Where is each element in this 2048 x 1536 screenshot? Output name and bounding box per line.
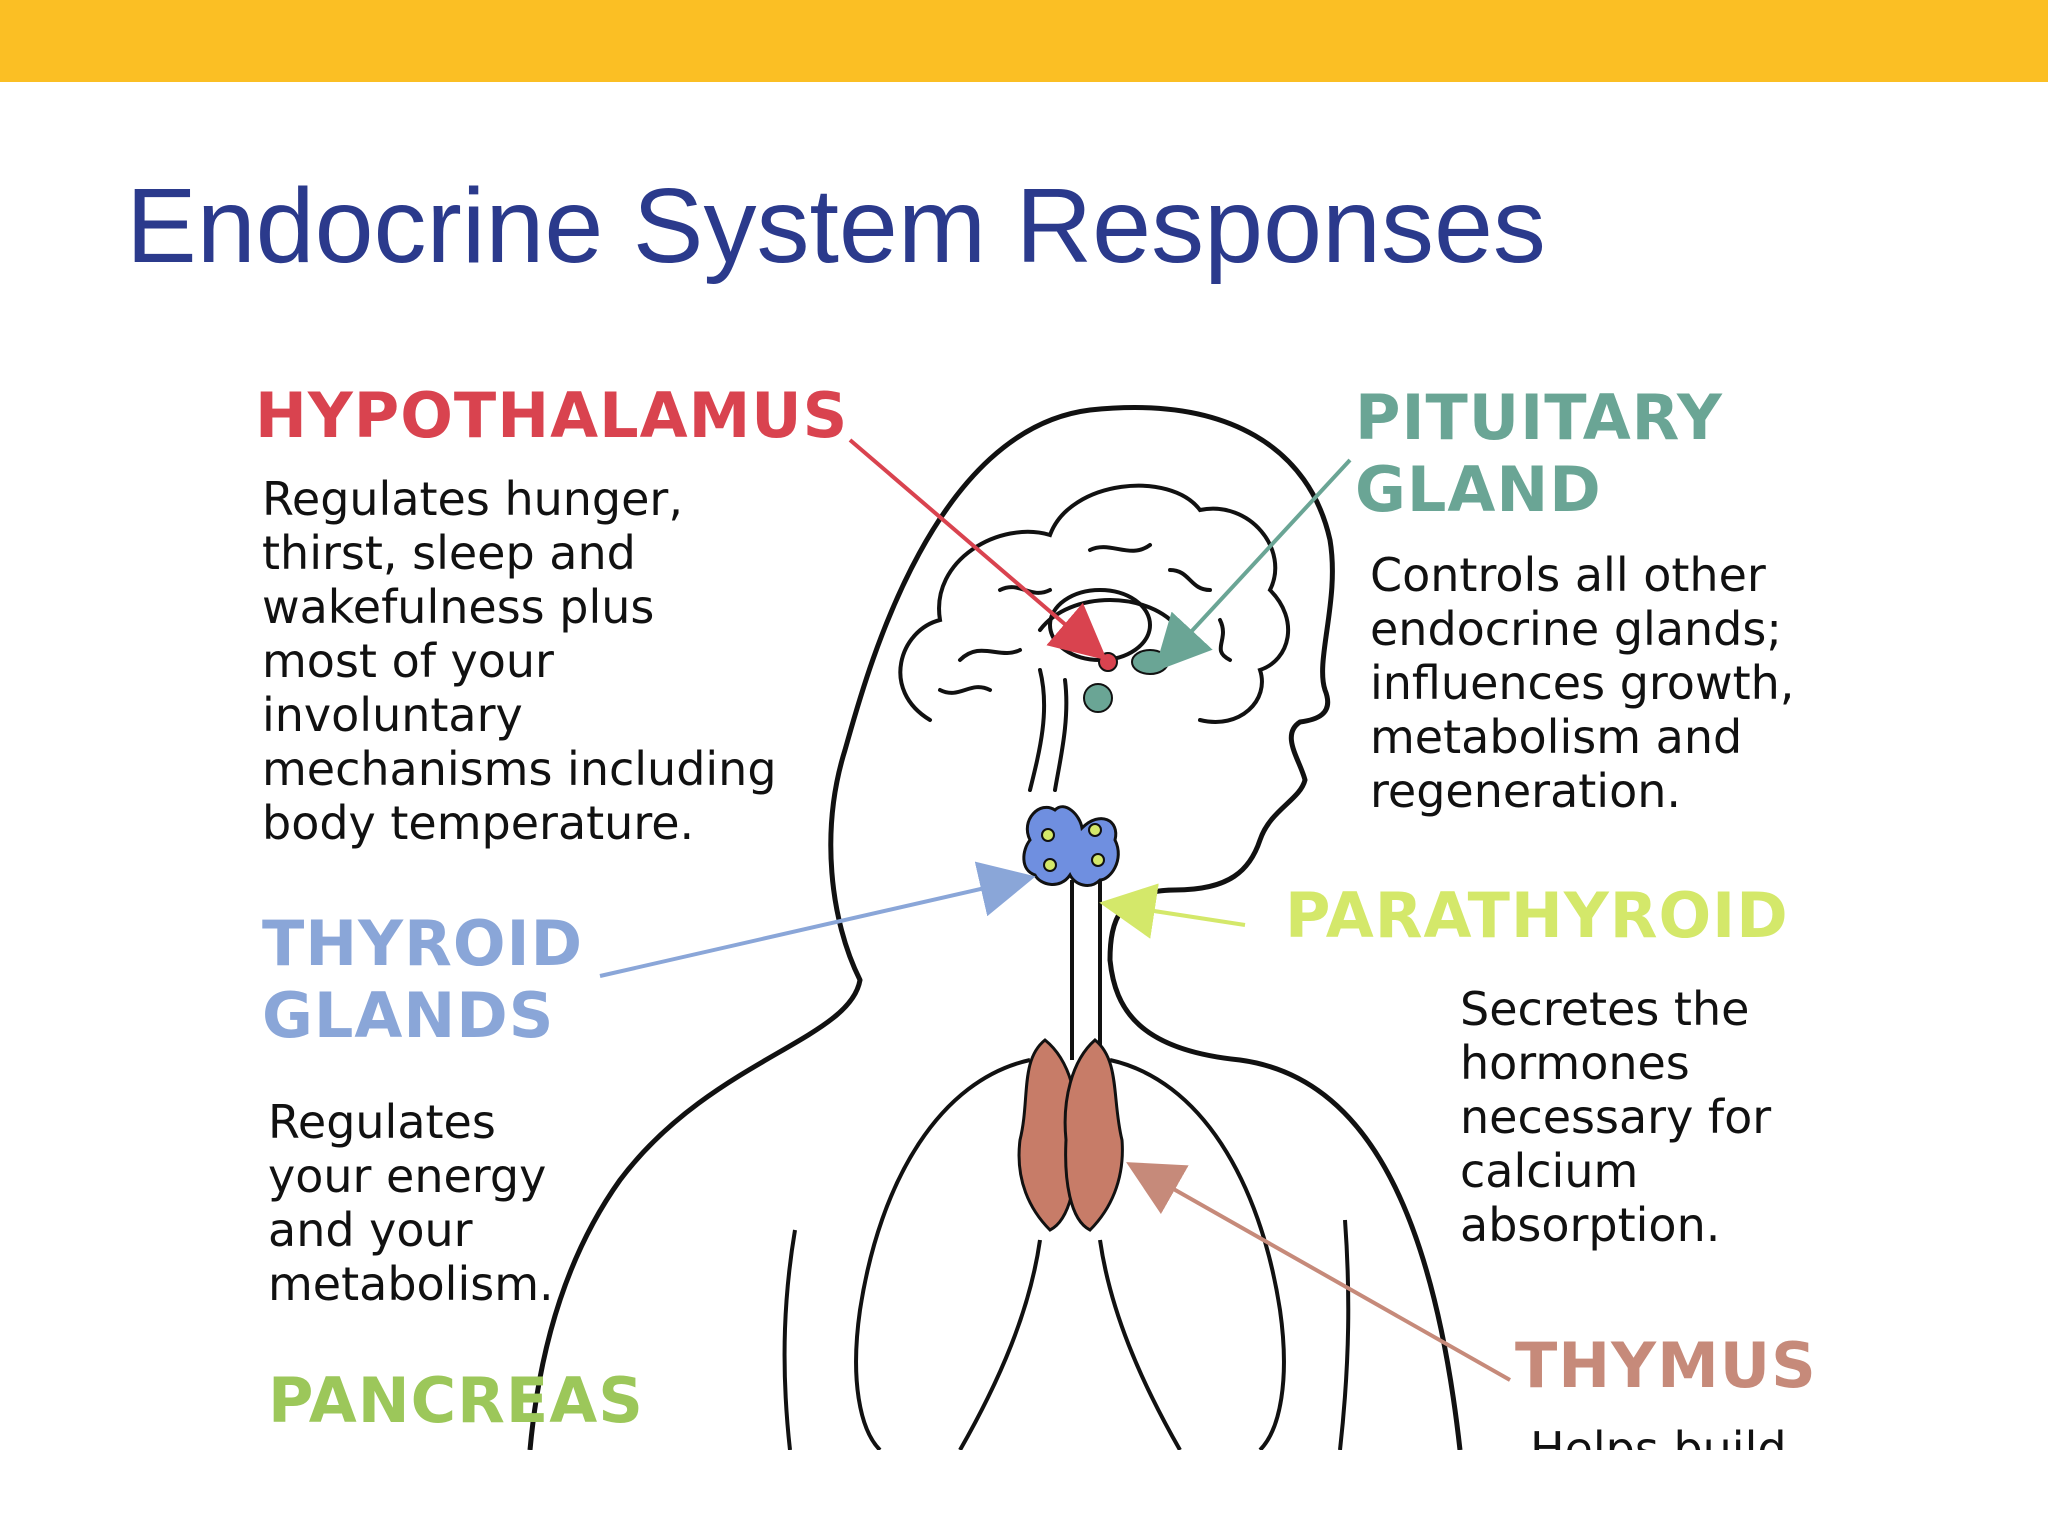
- thyroid-arrow: [599, 861, 1036, 978]
- thymus-description: Helps build: [1530, 1422, 1787, 1450]
- thyroid-description: Regulates your energy and your metabolis…: [268, 1095, 554, 1311]
- right-shoulder: [1107, 959, 1463, 1450]
- lungs-outline: [782, 1058, 1351, 1450]
- parathyroid-label: PARATHYROID: [1285, 879, 1789, 952]
- head-outline: [828, 405, 1335, 983]
- pituitary-dot: [1083, 683, 1113, 713]
- parathyroid-arrow: [1099, 883, 1246, 939]
- thymus-gland: [1017, 1038, 1124, 1232]
- pituitary-stalk: [1131, 649, 1169, 675]
- thymus-label: THYMUS: [1515, 1329, 1817, 1402]
- pituitary-arrow: [1154, 458, 1352, 672]
- left-shoulder: [527, 979, 863, 1450]
- parathyroid-glands: [1041, 823, 1105, 872]
- body-illustration: [527, 405, 1511, 1450]
- endocrine-diagram: HYPOTHALAMUS Regulates hunger, thirst, s…: [240, 360, 1890, 1450]
- pancreas-label: PANCREAS: [268, 1364, 644, 1437]
- hypothalamus-arrow: [848, 438, 1108, 661]
- trachea: [1070, 880, 1102, 1060]
- hypothalamus-label: HYPOTHALAMUS: [255, 379, 849, 452]
- parathyroid-description: Secretes the hormones necessary for calc…: [1460, 982, 1772, 1252]
- hypothalamus-dot: [1098, 652, 1118, 672]
- hypothalamus-description: Regulates hunger, thirst, sleep and wake…: [262, 472, 777, 850]
- thyroid-label: THYROID GLANDS: [262, 907, 584, 1052]
- thyroid-gland: [1022, 805, 1120, 887]
- top-accent-bar: [0, 0, 2048, 82]
- slide-title: Endocrine System Responses: [126, 167, 1546, 285]
- thymus-arrow: [1126, 1162, 1511, 1382]
- pituitary-label: PITUITARY GLAND: [1355, 381, 1723, 526]
- pituitary-description: Controls all other endocrine glands; inf…: [1370, 548, 1795, 818]
